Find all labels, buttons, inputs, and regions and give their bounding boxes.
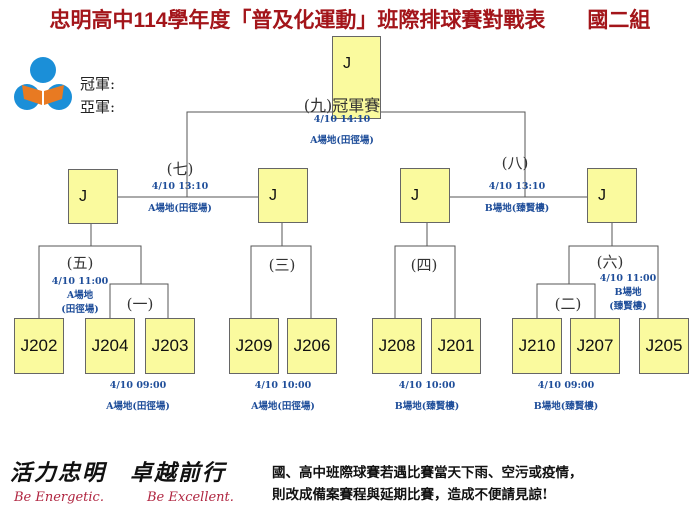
team-box: J206 [287,318,337,374]
final-label: (九)冠軍賽 [303,96,381,115]
school-logo-icon [14,57,72,110]
match-2-time: 4/10 09:00 [537,380,595,391]
team-box: J203 [145,318,195,374]
match-6-label: (六) [596,253,624,271]
match-8-label: (八) [501,154,529,172]
team-box: J204 [85,318,135,374]
final-time: 4/10 14:10 [313,114,371,125]
team-box: J205 [639,318,689,374]
semi-box-2: J [258,168,308,223]
school-motto: 活力忠明 卓越前行 [10,460,227,486]
page-title: 忠明高中114學年度「普及化運動」班際排球賽對戰表 國二組 [49,9,651,32]
match-6-venue-detail: (臻賢樓) [609,301,647,312]
match-7-label: (七) [166,160,194,178]
final-winner-box: J [332,36,381,119]
match-8-time: 4/10 13:10 [488,181,546,192]
motto-english-2: Be Excellent. [147,490,234,505]
match-5-label: (五) [66,254,94,272]
team-box: J201 [431,318,481,374]
match-4-venue: B場地(臻賢樓) [394,401,460,412]
final-venue: A場地(田徑場) [310,135,374,146]
match-2-label: (二) [554,295,582,313]
match-1-venue: A場地(田徑場) [106,401,170,412]
match-8-venue: B場地(臻賢樓) [484,203,550,214]
motto-english-1: Be Energetic. [14,490,104,505]
match-3-venue: A場地(田徑場) [251,401,315,412]
match-5-venue-detail: (田徑場) [61,304,99,315]
semi-box-3: J [400,168,450,223]
match-7-time: 4/10 13:10 [151,181,209,192]
match-5-time: 4/10 11:00 [51,276,109,287]
team-box: J209 [229,318,279,374]
match-4-label: (四) [410,256,438,274]
team-box: J207 [570,318,620,374]
match-6-venue: B場地 [614,287,642,298]
champion-label: 冠軍: [80,75,116,93]
match-3-time: 4/10 10:00 [254,380,312,391]
team-box: J208 [372,318,422,374]
notice-line-1: 國、高中班際球賽若遇比賽當天下雨、空污或疫情， [272,465,583,481]
semi-box-4: J [587,168,637,223]
match-6-time: 4/10 11:00 [599,273,657,284]
runner-up-label: 亞軍: [80,98,116,116]
match-1-label: (一) [126,295,154,313]
match-4-time: 4/10 10:00 [398,380,456,391]
match-5-venue: A場地 [66,290,94,301]
match-3-label: (三) [268,256,296,274]
match-7-venue: A場地(田徑場) [148,203,212,214]
match-2-venue: B場地(臻賢樓) [533,401,599,412]
team-box: J202 [14,318,64,374]
notice-line-2: 則改成備案賽程與延期比賽，造成不便請見諒! [272,487,548,503]
semi-box-1: J [68,169,118,224]
team-box: J210 [512,318,562,374]
match-1-time: 4/10 09:00 [109,380,167,391]
